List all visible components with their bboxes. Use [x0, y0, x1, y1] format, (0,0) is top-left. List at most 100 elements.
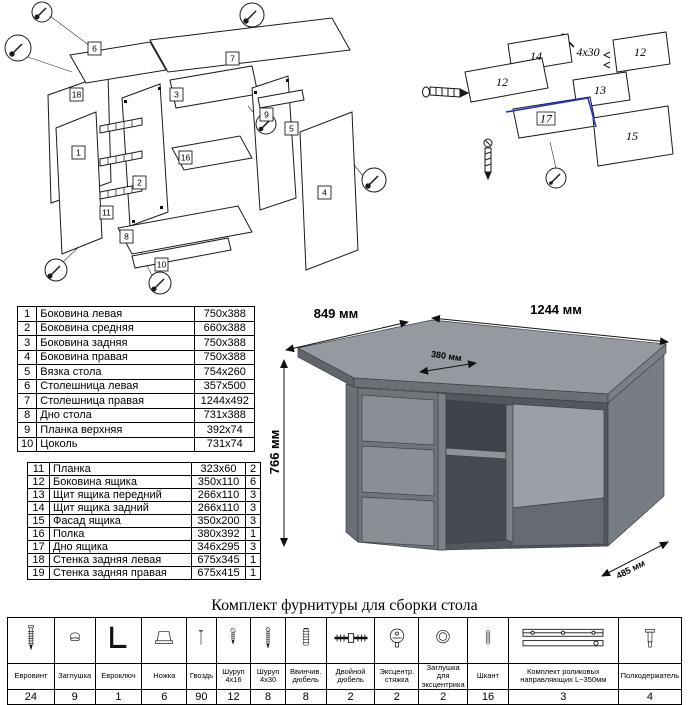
pedestal-side: [345, 383, 359, 543]
confirmat-screw-icon: [27, 625, 34, 651]
hardware-kit-title: Комплект фурнитуры для сборки стола: [211, 597, 478, 614]
cubby-right-divider: [505, 404, 514, 543]
drawer-front-2[interactable]: [361, 445, 435, 497]
detail-circle: [31, 1, 53, 23]
label-3: 3: [174, 90, 179, 100]
label-9: 9: [264, 110, 269, 120]
nail-icon: [199, 630, 204, 645]
drawer-side-panel-12-right: [612, 31, 671, 73]
cubby-left-divider: [437, 392, 447, 551]
hardware-kit-table: Евровинт Заглушка Евроключ Ножка Гвоздь …: [7, 617, 683, 705]
desk-top-edge-right: [607, 343, 667, 404]
label-10: 10: [157, 260, 167, 270]
desk-back-panel: [511, 403, 605, 509]
detail-circle: [545, 141, 567, 189]
dim-380: 380 мм: [430, 349, 462, 363]
dim-766: 766 мм: [270, 430, 282, 475]
drawer-front-3[interactable]: [361, 496, 435, 547]
drawer-assembly-diagram: 14 12 12 13 17 15 4x30: [422, 31, 674, 189]
label-2: 2: [137, 178, 142, 188]
hex-key-icon: [110, 626, 127, 648]
cam-cap-icon: [436, 629, 450, 644]
detail-circle: [239, 2, 265, 28]
drawer-facade-15: [592, 105, 674, 167]
plank-top-9: [257, 89, 305, 109]
label-6: 6: [92, 44, 97, 54]
drawer-side-panel-12-left: [464, 57, 549, 103]
label-11: 11: [102, 208, 111, 218]
label-8: 8: [124, 232, 129, 242]
screw-glyphs: [9, 7, 379, 292]
label-17: 17: [540, 112, 553, 126]
drawer-rail-11: [99, 150, 143, 167]
label-16: 16: [181, 153, 191, 163]
cap-icon: [69, 632, 80, 642]
hardware-qty-row: 24 9 1 6 90 12 8 8 2 2 2 16 3 4: [7, 688, 683, 705]
panel-back-mid-3: [169, 65, 259, 109]
label-1: 1: [76, 148, 81, 158]
desk-render: 849 мм 1244 мм 766 мм 380 мм 485 мм: [270, 302, 669, 581]
cam-lock-icon: [389, 628, 404, 648]
drawer-front-1[interactable]: [361, 394, 435, 446]
label-7: 7: [230, 54, 235, 64]
fastener-marks: [124, 79, 289, 223]
double-dowel-icon: [334, 633, 368, 643]
label-13: 13: [594, 83, 606, 97]
label-14: 14: [530, 49, 542, 63]
drawer-slides-icon: [522, 628, 604, 647]
panel-bottom-8: [117, 205, 253, 255]
panel-top-left-6: [69, 41, 167, 84]
detail-circle: [361, 167, 387, 193]
dim-1244: 1244 мм: [530, 302, 582, 317]
shelf-support-icon: [645, 629, 655, 648]
label-12-right: 12: [634, 45, 646, 59]
detail-circle: [148, 271, 172, 295]
drawer-rail-11: [99, 183, 143, 200]
drawer-part-labels: 14 12 12 13 17 15 4x30: [496, 45, 646, 143]
cubby-opening-bottom: [445, 454, 507, 545]
rail-hatching: [107, 120, 133, 198]
screw-vertical: [483, 138, 493, 181]
screw-small-icon: [230, 628, 236, 645]
label-screw-size: 4x30: [576, 45, 599, 59]
label-12-left: 12: [496, 75, 508, 89]
label-5: 5: [289, 124, 294, 134]
label-15: 15: [626, 129, 638, 143]
hardware-icons-row: [7, 617, 683, 664]
alignment-arrows: [602, 51, 611, 69]
screw-long-icon: [265, 627, 271, 649]
panel-top-right-7: [149, 17, 351, 73]
wooden-dowel-icon: [485, 630, 490, 645]
dim-849: 849 мм: [314, 306, 359, 321]
cubby-opening-top: [445, 399, 507, 453]
bottom-insert-highlight: [505, 97, 597, 128]
panel-side-left-1: [55, 111, 103, 255]
part-number-labels: 18 6 7 3 1 2 11 16 5 9 8 10 4: [69, 41, 332, 272]
foot-icon: [155, 631, 174, 644]
drawer-rail-11: [99, 117, 143, 134]
detail-circle: [4, 34, 32, 62]
threaded-dowel-icon: [302, 628, 310, 646]
hardware-names-row: Евровинт Заглушка Евроключ Ножка Гвоздь …: [7, 663, 683, 690]
label-18: 18: [72, 90, 82, 100]
